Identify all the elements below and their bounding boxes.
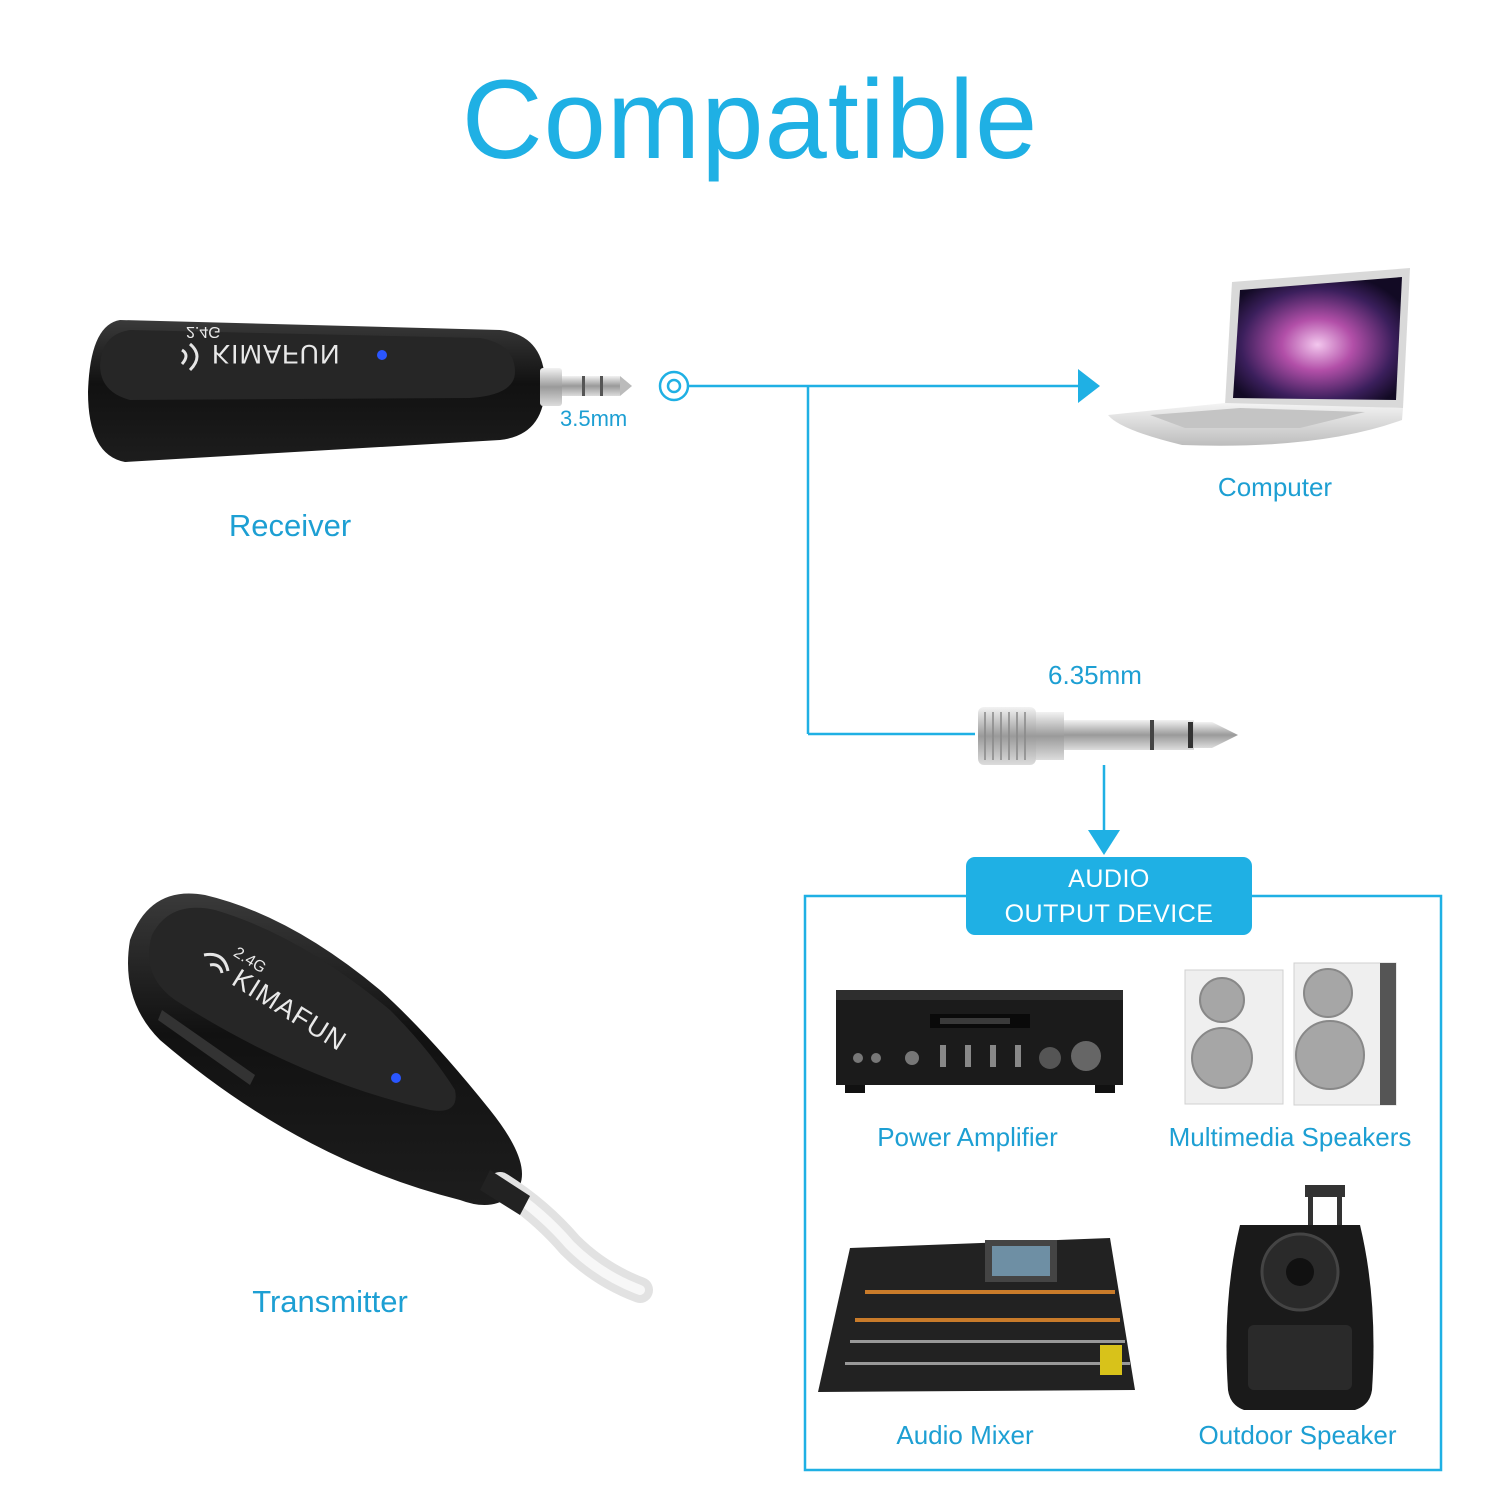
jack-socket-icon xyxy=(658,370,690,402)
audio-mixer-icon xyxy=(818,1238,1135,1392)
device-label-outdoor-speaker: Outdoor Speaker xyxy=(1198,1420,1397,1450)
wireless-icon xyxy=(180,342,199,372)
audio-output-title-line2: OUTPUT DEVICE xyxy=(1004,900,1214,928)
audio-output-title-line1: AUDIO xyxy=(1068,865,1150,893)
power-amplifier-icon xyxy=(836,990,1123,1093)
receiver-led xyxy=(377,350,387,360)
transmitter-led xyxy=(391,1073,401,1083)
connection-lines xyxy=(658,370,1106,832)
audio-output-box xyxy=(803,857,1443,1472)
receiver-label: Receiver xyxy=(228,508,352,543)
device-label-audio-mixer: Audio Mixer xyxy=(896,1420,1034,1450)
device-label-power-amplifier: Power Amplifier xyxy=(877,1122,1058,1152)
device-label-multimedia-speakers: Multimedia Speakers xyxy=(1168,1122,1412,1152)
receiver-band: 2.4G xyxy=(186,322,221,340)
receiver-plug xyxy=(540,368,632,406)
laptop-icon xyxy=(1108,268,1410,446)
multimedia-speakers-icon xyxy=(1184,962,1397,1106)
outdoor-speaker-icon xyxy=(1226,1185,1374,1410)
receiver-brand: KIMAFUN xyxy=(212,338,341,369)
wireless-icon xyxy=(203,952,230,974)
adapter-icon xyxy=(978,707,1238,765)
transmitter-device xyxy=(128,893,653,1303)
receiver-band-text: 2.4G xyxy=(186,323,221,340)
adapter-label: 6.35mm xyxy=(1048,660,1142,690)
transmitter-label: Transmitter xyxy=(252,1284,408,1319)
arrow-to-output-icon xyxy=(1088,830,1120,855)
page-title: Compatible xyxy=(461,57,1039,182)
receiver-device xyxy=(88,320,632,462)
plug-size-label: 3.5mm xyxy=(560,406,628,431)
audio-output-title: AUDIO OUTPUT DEVICE xyxy=(966,862,1252,932)
computer-label: Computer xyxy=(1217,472,1333,502)
receiver-brand-name: KIMAFUN xyxy=(212,339,341,369)
arrow-to-computer-icon xyxy=(1078,369,1100,403)
